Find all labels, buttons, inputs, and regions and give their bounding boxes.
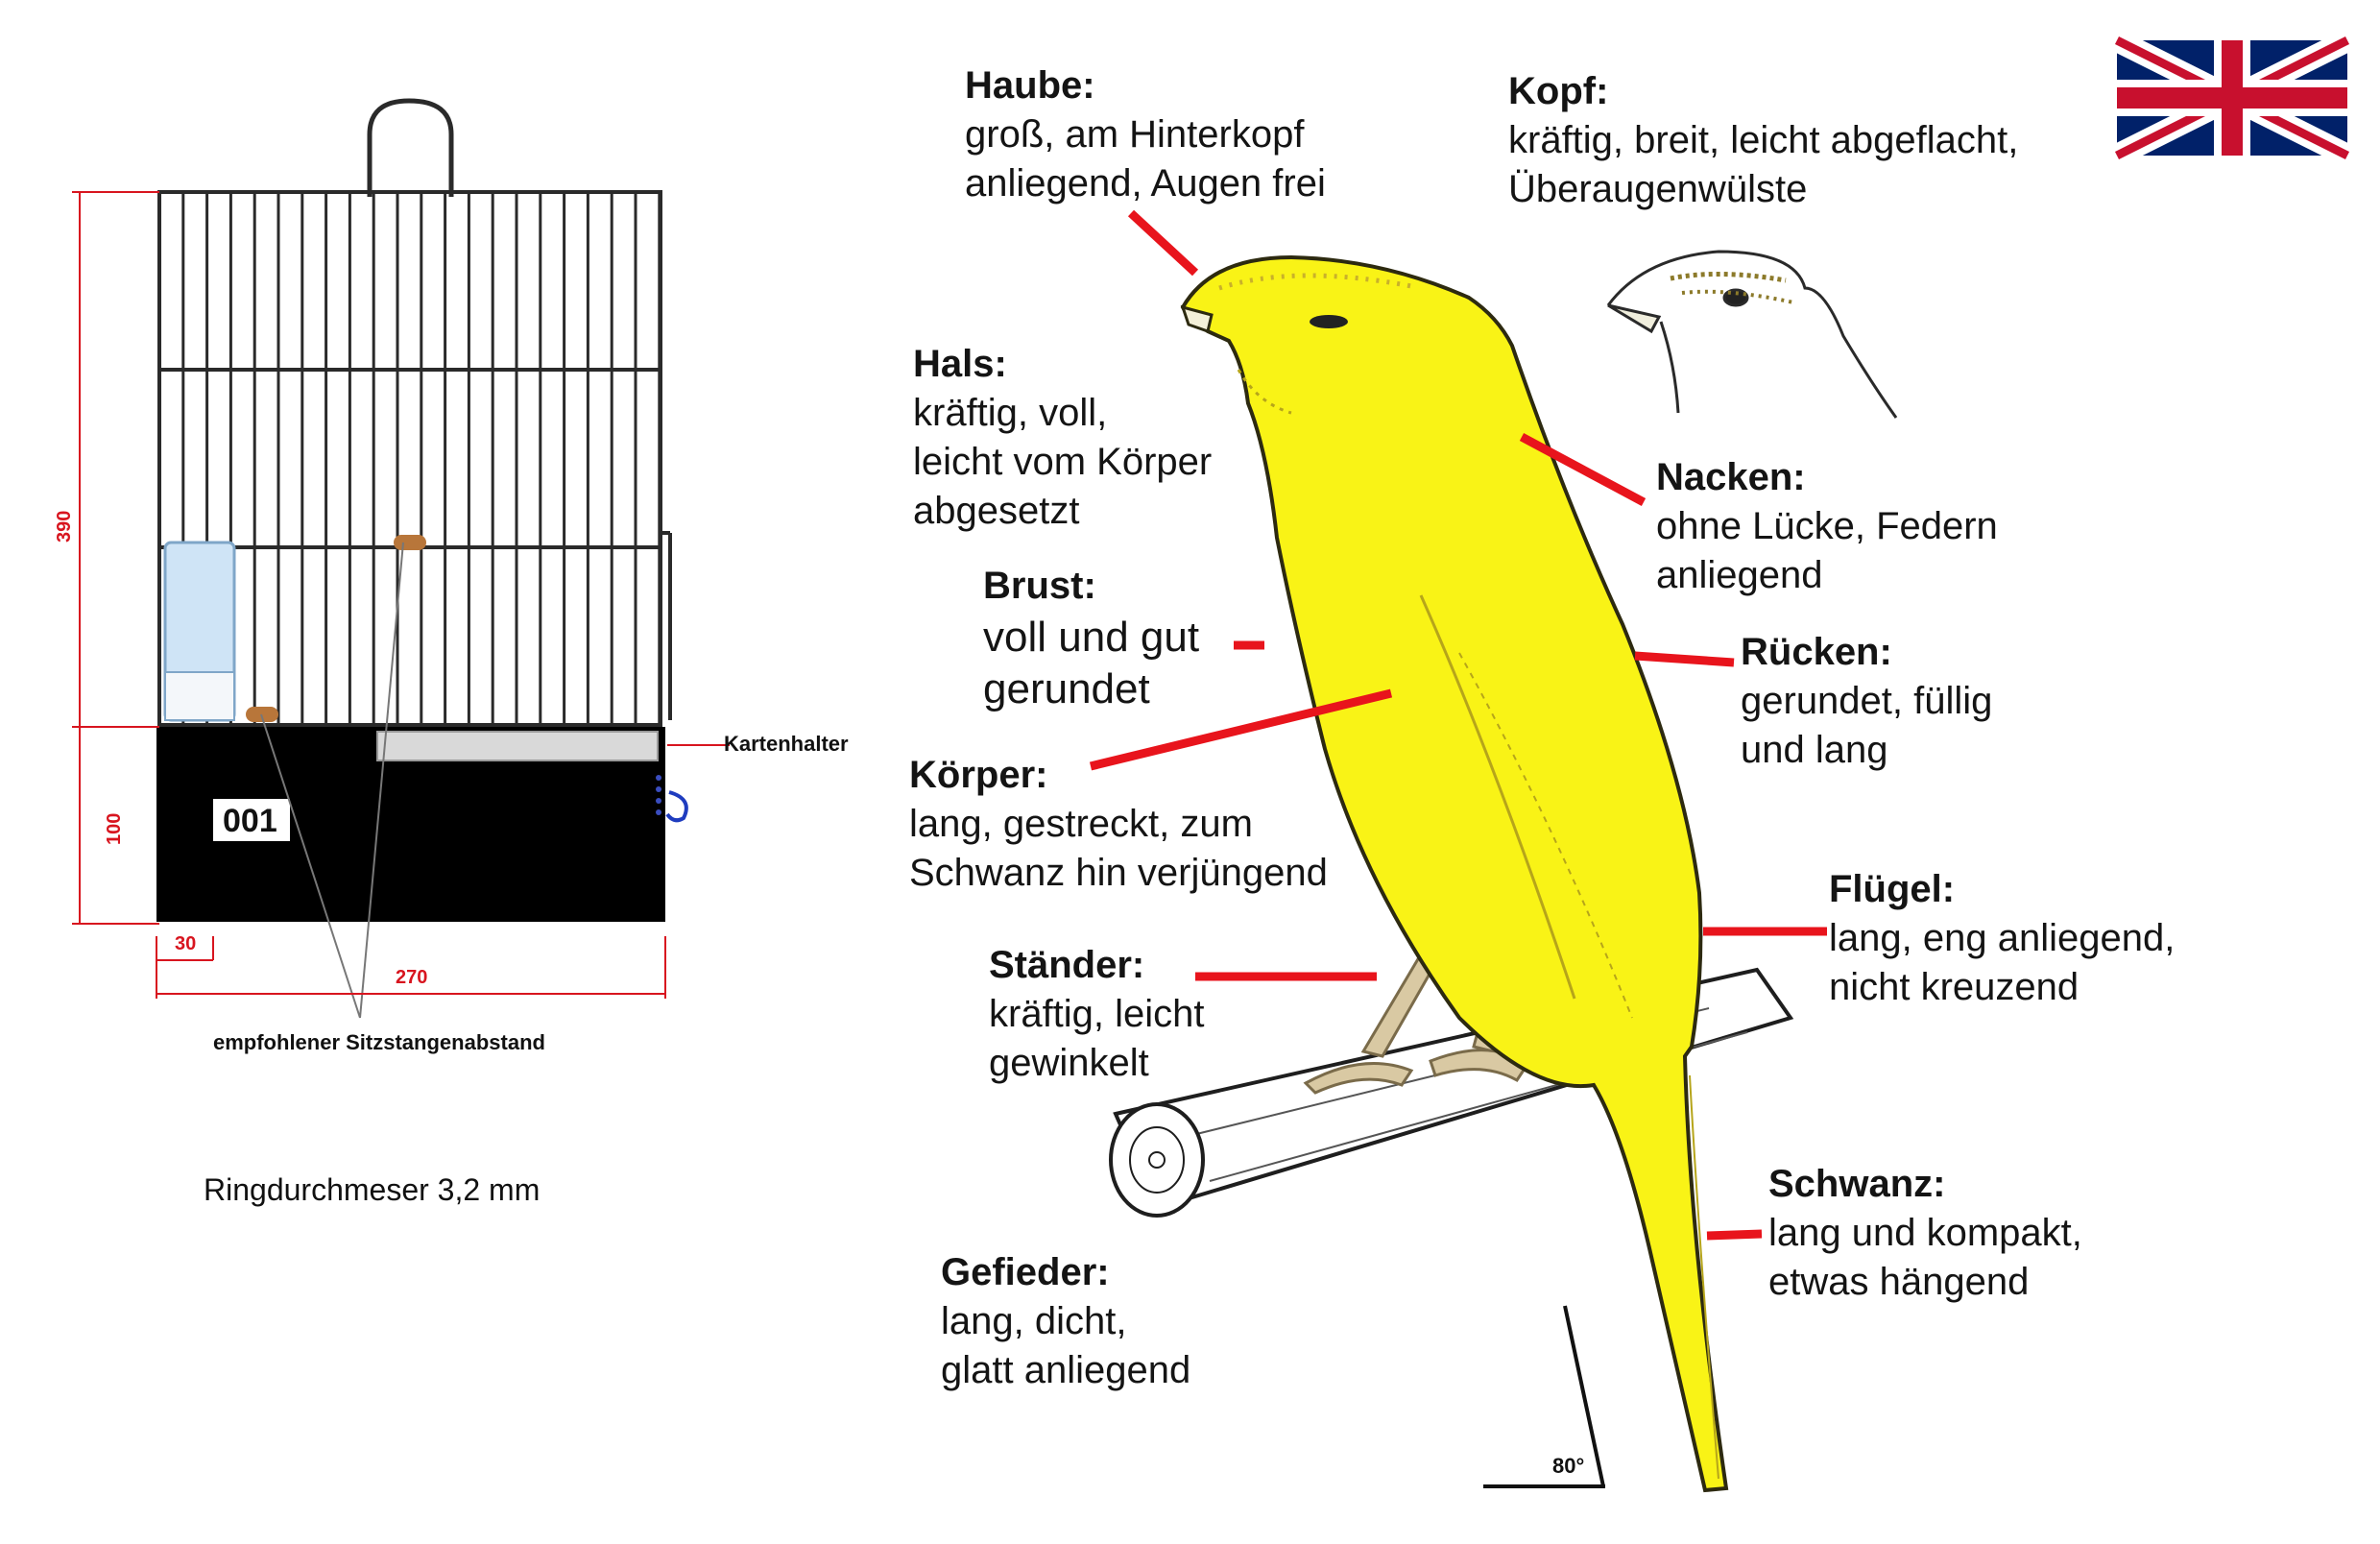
- card-holder: [376, 731, 659, 761]
- dimension-offset: 30: [175, 933, 197, 954]
- union-jack-flag-icon[interactable]: [2111, 30, 2353, 166]
- pointer-schwanz: [1706, 1229, 1763, 1241]
- label-koerper: Körper: lang, gestreckt, zum Schwanz hin…: [909, 754, 1328, 894]
- door-latch: [656, 775, 661, 815]
- label-schwanz: Schwanz: lang und kompakt, etwas hängend: [1768, 1163, 2082, 1303]
- perch-holder-upper: [394, 535, 426, 550]
- head-profile-sketch: [1606, 250, 1898, 419]
- canary-body: [1180, 254, 1729, 1493]
- cage-handle: [367, 98, 454, 197]
- dimension-height: 390: [54, 510, 75, 543]
- ring-diameter-note: Ringdurchmeser 3,2 mm: [204, 1172, 541, 1207]
- label-ruecken: Rücken: gerundet, füllig und lang: [1741, 631, 1993, 771]
- card-holder-label: Kartenhalter: [724, 732, 849, 756]
- cage-number-tag: 001: [223, 803, 277, 839]
- label-nacken: Nacken: ohne Lücke, Federn anliegend: [1656, 456, 1998, 596]
- angle-label: 80°: [1552, 1454, 1585, 1478]
- canary-beak: [1180, 304, 1214, 333]
- pointer-koerper: [1089, 688, 1393, 771]
- dimension-lines: [72, 191, 666, 999]
- pointer-nacken: [1519, 433, 1647, 506]
- canary-eye: [1310, 315, 1348, 328]
- label-gefieder: Gefieder: lang, dicht, glatt anliegend: [941, 1251, 1191, 1391]
- dimension-width: 270: [396, 967, 428, 988]
- perch-distance-note: empfohlener Sitzstangenabstand: [213, 1030, 545, 1054]
- cage-wire-grid: [157, 98, 672, 727]
- angle-indicator: [1483, 1305, 1605, 1488]
- label-haube: Haube: groß, am Hinterkopf anliegend, Au…: [965, 64, 1326, 205]
- cage-tag-box: [213, 799, 290, 841]
- label-staender: Ständer: kräftig, leicht gewinkelt: [989, 944, 1205, 1084]
- pointer-haube: [1127, 209, 1199, 277]
- door-latch-hook: [665, 790, 688, 823]
- dimension-base: 100: [104, 812, 125, 845]
- pointer-ruecken: [1634, 651, 1735, 667]
- label-hals: Hals: kräftig, voll, leicht vom Körper a…: [913, 343, 1213, 532]
- label-brust: Brust: voll und gut gerundet: [983, 565, 1200, 712]
- canary-bird: [1180, 254, 1729, 1493]
- cage-drawing: [72, 98, 730, 1019]
- pointer-lines: [1089, 209, 1827, 1241]
- label-fluegel: Flügel: lang, eng anliegend, nicht kreuz…: [1829, 868, 2176, 1008]
- label-kopf: Kopf: kräftig, breit, leicht abgeflacht,…: [1508, 70, 2019, 210]
